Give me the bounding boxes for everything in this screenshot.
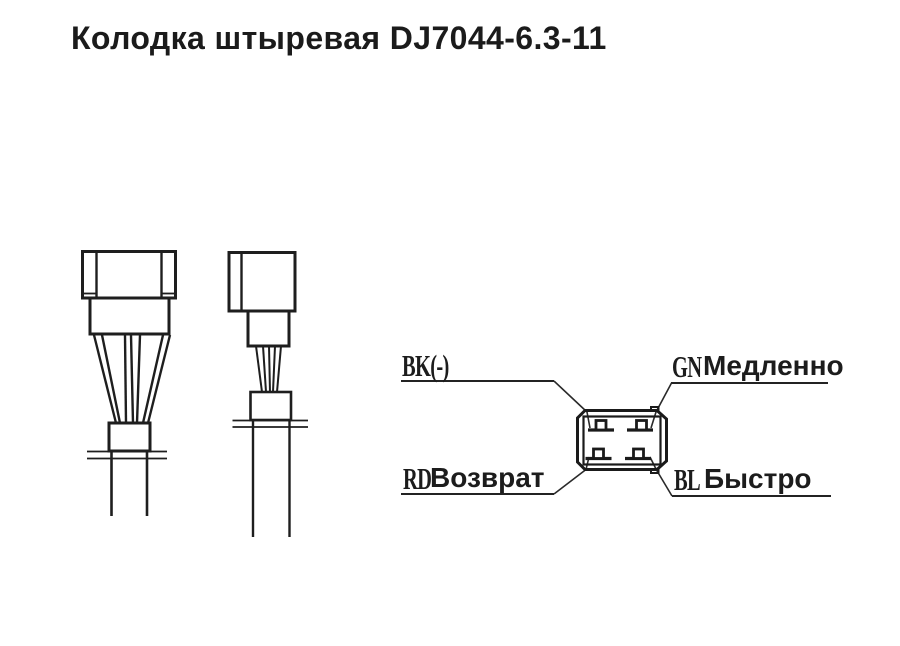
wire-code-gn: GN xyxy=(672,349,702,384)
wire-code-rd: RD xyxy=(403,461,432,496)
leader-lines xyxy=(553,380,673,497)
wire-code-bl: BL xyxy=(674,462,701,497)
face-corner-notch-top-right xyxy=(650,406,660,412)
pin-label-bk: BK(-) xyxy=(402,350,473,381)
pin-label-rd: RD Возврат xyxy=(403,461,544,496)
pin-bottom-left xyxy=(585,447,612,461)
connector-front-view xyxy=(81,250,177,516)
face-outer-outline xyxy=(576,409,668,471)
wire-code-bk: BK(-) xyxy=(402,348,449,383)
wire-fan xyxy=(92,334,172,424)
pin-label-gn: GN Медленно xyxy=(672,349,844,384)
connector-side-view xyxy=(227,251,308,537)
label-underlines xyxy=(401,380,831,497)
wire-function-rd: Возврат xyxy=(430,462,545,493)
wire-function-bl: Быстро xyxy=(704,463,812,494)
pin-bottom-right xyxy=(625,447,651,461)
connector-face xyxy=(576,406,668,474)
face-inner-outline xyxy=(582,415,662,466)
wire-function-gn: Медленно xyxy=(703,350,844,381)
pin-top-left xyxy=(588,419,614,432)
pin-label-bl: BL Быстро xyxy=(674,462,812,497)
face-corner-notch-bottom-right xyxy=(650,468,660,474)
page-title: Колодка штыревая DJ7044-6.3-11 xyxy=(71,20,607,56)
wire-bundle xyxy=(255,345,282,393)
pin-top-right xyxy=(627,419,653,432)
